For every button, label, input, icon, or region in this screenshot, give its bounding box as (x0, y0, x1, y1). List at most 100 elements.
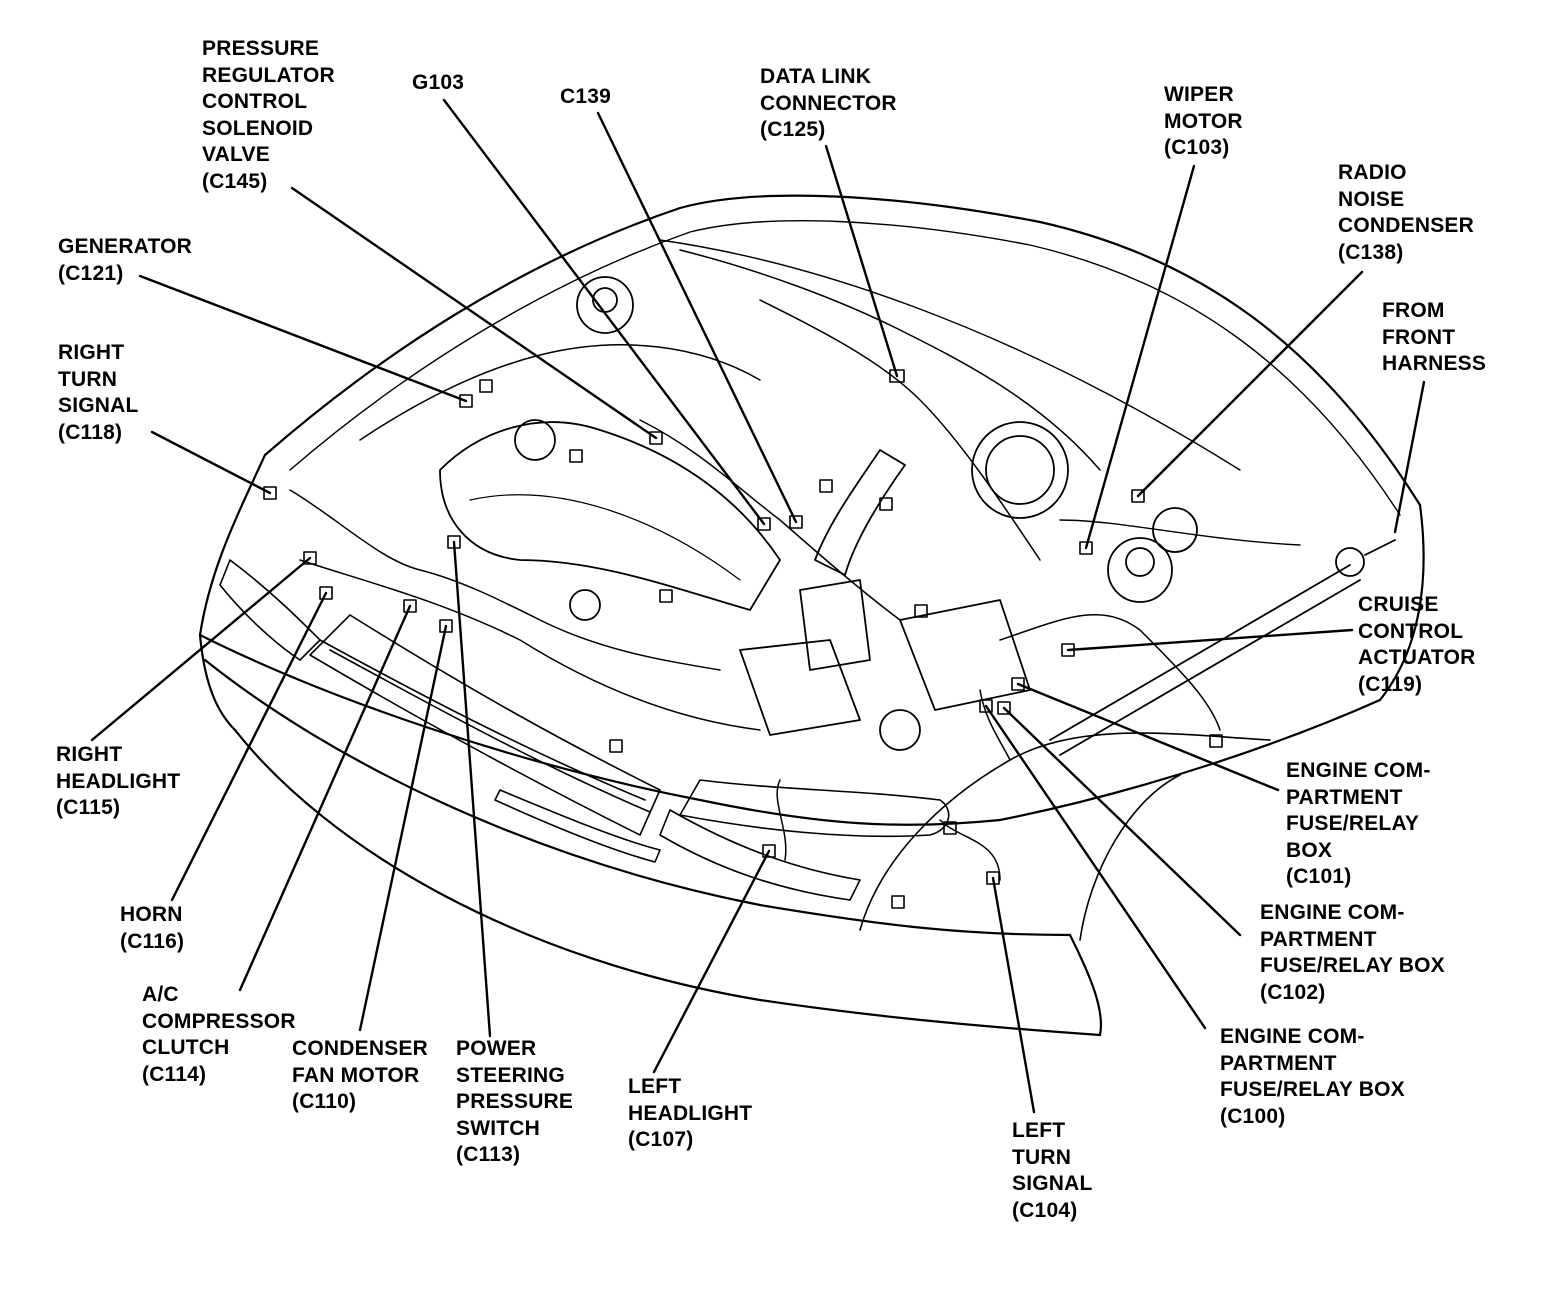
callout-line: CONTROL (202, 90, 308, 113)
connector-c100 (979, 699, 993, 713)
callout-line: SWITCH (456, 1116, 541, 1140)
connector-misc-9 (659, 589, 673, 603)
harness-grommet (1335, 547, 1365, 577)
connector-g103 (757, 517, 771, 531)
leader-c110 (358, 624, 448, 1032)
left-strut-tower (1107, 537, 1173, 603)
right-headlight-housing (219, 559, 321, 661)
callout-c138: RADIO NOISE CONDENSER (C138) (1338, 160, 1474, 266)
callout-line: GENERATOR (58, 235, 193, 258)
connector-c110 (439, 619, 453, 633)
connector-misc-2 (609, 739, 623, 753)
leader-c118 (150, 430, 272, 495)
car-body (198, 194, 1425, 1037)
callout-line: COMPRESSOR (142, 1009, 296, 1033)
callout-c113: POWER STEERING PRESSURE SWITCH (C113) (456, 1036, 573, 1169)
callout-line: POWER (456, 1037, 537, 1060)
callout-line: CONDENSER (292, 1037, 428, 1060)
callout-line: (C118) (58, 420, 123, 444)
callout-line: CRUISE (1358, 593, 1439, 616)
harness-firewall (679, 249, 1101, 471)
callout-line: WIPER (1164, 83, 1234, 106)
hood-edge (263, 194, 1422, 507)
left-fender-lower (1079, 774, 1181, 941)
connector-c107 (762, 844, 776, 858)
leader-c107 (652, 849, 771, 1074)
leader-c145 (290, 186, 658, 440)
callout-c119: CRUISE CONTROL ACTUATOR (C119) (1358, 592, 1475, 698)
callout-line: RADIO (1338, 161, 1407, 184)
callout-line: FUSE/RELAY BOX (1220, 1078, 1405, 1101)
callout-line: NOISE (1338, 187, 1405, 211)
fender-left (1378, 503, 1425, 702)
callout-c110: CONDENSER FAN MOTOR (C110) (292, 1036, 428, 1116)
front-bumper-mid (203, 658, 1072, 937)
harness-bumper-loop (776, 779, 1001, 881)
front-bumper-bottom (233, 728, 1102, 1037)
connector-misc-5 (891, 895, 905, 909)
callout-line: SIGNAL (58, 394, 139, 417)
leader-c101 (1016, 682, 1280, 792)
callout-line: RIGHT (58, 341, 125, 364)
callout-line: FUSE/RELAY (1286, 812, 1420, 835)
harness-main-right (289, 489, 721, 671)
callout-line: PARTMENT (1286, 785, 1403, 809)
front-harness-pass (1364, 539, 1396, 556)
callout-line: DATA LINK (760, 65, 872, 88)
callout-c118: RIGHT TURN SIGNAL (C118) (58, 340, 139, 446)
callout-line: (C100) (1220, 1104, 1286, 1128)
callout-c125: DATA LINK CONNECTOR (C125) (760, 64, 897, 144)
callout-line: (C107) (628, 1128, 694, 1151)
callout-c145: PRESSURE REGULATOR CONTROL SOLENOID VALV… (202, 36, 335, 195)
callout-line: CONNECTOR (760, 91, 897, 115)
oil-filler-cap (514, 419, 556, 461)
connector-misc-8 (819, 479, 833, 493)
leader-c102 (1002, 706, 1242, 937)
connector-c101 (1011, 677, 1025, 691)
callout-line: HEADLIGHT (628, 1101, 753, 1125)
callout-line: SOLENOID (202, 116, 314, 140)
callout-line: LEFT (1012, 1119, 1066, 1142)
right-strut-cap (592, 287, 618, 313)
callout-c121: GENERATOR (C121) (58, 234, 192, 287)
callout-line: VALVE (202, 143, 270, 166)
connector-c121 (459, 394, 473, 408)
harness-left (759, 299, 1041, 561)
connector-misc-6 (479, 379, 493, 393)
callout-line: BOX (1286, 838, 1333, 862)
callout-c103: WIPER MOTOR (C103) (1164, 82, 1243, 162)
callout-c115: RIGHT HEADLIGHT (C115) (56, 742, 180, 822)
brake-booster (971, 421, 1069, 519)
callout-line: (C110) (292, 1090, 357, 1113)
callout-line: REGULATOR (202, 63, 335, 87)
callout-line: ENGINE COM- (1260, 901, 1405, 924)
callout-g103: G103 (412, 70, 464, 97)
callout-line: (C116) (120, 929, 185, 953)
front-bumper-top (198, 633, 1382, 826)
callout-line: A/C (142, 983, 179, 1006)
callout-c107: LEFT HEADLIGHT (C107) (628, 1074, 752, 1154)
leader-c114 (238, 604, 412, 992)
connector-c114 (403, 599, 417, 613)
callout-line: TURN (58, 367, 118, 391)
harness-upper (359, 344, 761, 441)
harness-fuse-drop (979, 689, 1011, 761)
harness-left-front (999, 613, 1221, 731)
callout-line: STEERING (456, 1063, 565, 1087)
bumper-lower-edge (198, 633, 237, 732)
leader-c139 (596, 111, 798, 524)
connector-misc-7 (569, 449, 583, 463)
callout-line: HARNESS (1382, 352, 1487, 375)
callout-line: TURN (1012, 1145, 1072, 1169)
leader-c119 (1066, 628, 1354, 652)
connector-c115 (303, 551, 317, 565)
bumper-corner-left (1068, 933, 1102, 1037)
connector-c138 (1131, 489, 1145, 503)
brake-booster-inner (985, 435, 1055, 505)
callout-line: (C102) (1260, 980, 1326, 1004)
hood-inner-edge (289, 220, 1401, 516)
callout-line: (C119) (1358, 672, 1423, 696)
harness-front-loop (299, 559, 761, 731)
reservoir-cap (879, 709, 921, 751)
wiper-motor (1152, 507, 1198, 553)
